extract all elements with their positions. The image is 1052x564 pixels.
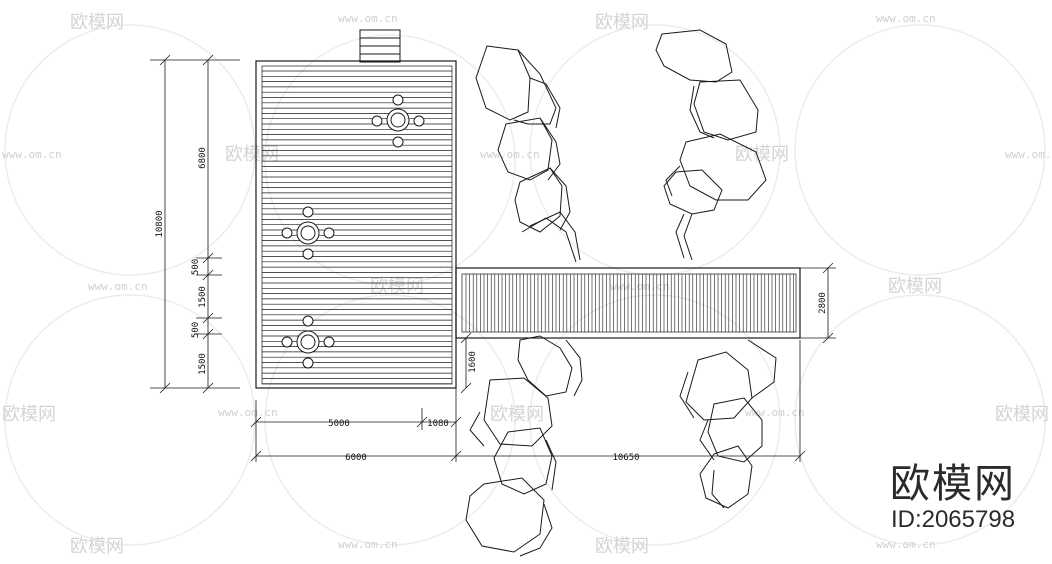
watermark-url: www.om.cn bbox=[1005, 148, 1052, 161]
watermark-brand: 欧模网 bbox=[490, 404, 544, 425]
dim-deck-inner: 5000 bbox=[328, 419, 350, 429]
watermark-brand: 欧模网 bbox=[370, 276, 424, 297]
watermark-brand: 欧模网 bbox=[995, 404, 1049, 425]
watermark-brand: 欧模网 bbox=[735, 144, 789, 165]
watermark-brand: 欧模网 bbox=[595, 536, 649, 557]
dim-gap-a: 500 bbox=[191, 259, 201, 275]
watermark-url: www.om.cn bbox=[88, 280, 148, 293]
dim-overall-height: 10800 bbox=[155, 210, 165, 237]
watermark-url: www.om.cn bbox=[338, 12, 398, 25]
watermark-brand: 欧模网 bbox=[2, 404, 56, 425]
rock-stones bbox=[465, 29, 777, 557]
deck-stairs bbox=[359, 29, 401, 63]
watermark-brand: 欧模网 bbox=[888, 276, 942, 297]
watermark-brand: 欧模网 bbox=[70, 536, 124, 557]
dim-bridge-width: 2800 bbox=[818, 292, 828, 314]
dimension-labels: 10800 6800 500 1500 500 1500 2800 1600 5… bbox=[155, 147, 828, 463]
watermark-url: www.om.cn bbox=[876, 12, 936, 25]
dim-deck-edge: 1080 bbox=[427, 419, 449, 429]
watermark-circles bbox=[4, 24, 1046, 546]
table-set bbox=[281, 206, 335, 260]
dim-upper-height: 6800 bbox=[198, 147, 208, 169]
watermark-brand: 欧模网 bbox=[595, 12, 649, 33]
watermark-brand: 欧模网 bbox=[70, 12, 124, 33]
bridge-walkway bbox=[455, 267, 801, 339]
brand-name: 欧模网 bbox=[890, 461, 1016, 507]
dim-gap-b: 500 bbox=[191, 322, 201, 338]
table-set bbox=[281, 315, 335, 369]
dim-bridge-length: 10650 bbox=[612, 453, 639, 463]
watermark-url: www.om.cn bbox=[745, 406, 805, 419]
watermark-texts: 欧模网 www.om.cn 欧模网 www.om.cn www.om.cn 欧模… bbox=[2, 12, 1052, 557]
watermark-url: www.om.cn bbox=[218, 406, 278, 419]
dim-mid-a: 1500 bbox=[198, 286, 208, 308]
watermark-url: www.om.cn bbox=[338, 538, 398, 551]
dim-deck-total: 6000 bbox=[345, 453, 367, 463]
dim-lower: 1500 bbox=[198, 353, 208, 375]
brand-block: 欧模网 ID:2065798 bbox=[890, 462, 1016, 534]
dim-bridge-offset: 1600 bbox=[468, 351, 478, 373]
watermark-url: www.om.cn bbox=[610, 280, 670, 293]
watermark-url: www.om.cn bbox=[2, 148, 62, 161]
watermark-url: www.om.cn bbox=[876, 538, 936, 551]
watermark-url: www.om.cn bbox=[480, 148, 540, 161]
table-set bbox=[371, 94, 425, 148]
dimension-lines bbox=[150, 54, 836, 462]
main-deck bbox=[255, 60, 457, 389]
watermark-brand: 欧模网 bbox=[225, 144, 279, 165]
brand-id: ID:2065798 bbox=[890, 506, 1016, 533]
